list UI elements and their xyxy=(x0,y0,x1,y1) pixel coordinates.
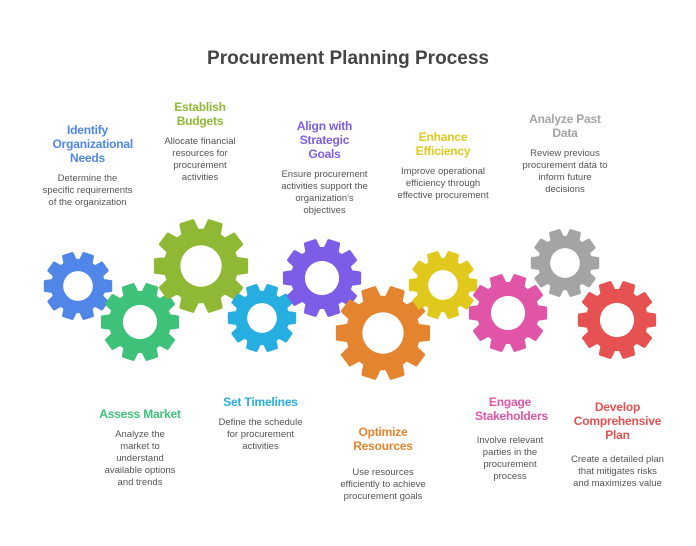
step-8: Engage Stakeholders Involve relevant par… xyxy=(460,395,560,483)
step-desc: Allocate financial resources for procure… xyxy=(164,136,236,183)
step-title: Align with Strategic Goals xyxy=(296,119,353,161)
gear-hole xyxy=(122,304,158,340)
gear-icon-1 xyxy=(43,252,113,320)
gear-hole xyxy=(247,303,277,333)
gear-icon-4 xyxy=(227,284,297,352)
gear-icon-10 xyxy=(577,281,657,359)
gear-icon-8 xyxy=(468,274,548,352)
step-6: Optimize Resources Use resources efficie… xyxy=(333,425,433,503)
gear-icon-9 xyxy=(530,229,600,297)
step-title: Establish Budgets xyxy=(174,100,226,128)
step-desc: Review previous procurement data to info… xyxy=(522,148,608,195)
step-9: Analyze Past Data Review previous procur… xyxy=(515,112,615,196)
step-desc: Determine the specific requirements of t… xyxy=(42,173,133,208)
step-7: Enhance Efficiency Improve operational e… xyxy=(393,130,493,202)
step-title: Assess Market xyxy=(99,407,181,421)
gear-hole xyxy=(550,248,580,278)
gear-icon-5 xyxy=(282,239,362,317)
step-desc: Define the schedule for procurement acti… xyxy=(218,417,303,452)
gear-icon-3 xyxy=(153,219,249,313)
gear-hole xyxy=(304,260,340,296)
gear-icon-2 xyxy=(100,283,180,361)
step-3: Establish Budgets Allocate financial res… xyxy=(150,100,250,184)
step-2: Assess Market Analyze the market to unde… xyxy=(90,407,190,489)
step-title: Develop Comprehensive Plan xyxy=(573,400,662,442)
step-desc: Use resources efficiently to achieve pro… xyxy=(340,467,426,502)
step-desc: Improve operational efficiency through e… xyxy=(397,166,489,201)
step-title: Identify Organizational Needs xyxy=(52,123,134,165)
step-desc: Create a detailed plan that mitigates ri… xyxy=(571,454,664,489)
step-4: Set Timelines Define the schedule for pr… xyxy=(208,395,313,453)
gear-hole xyxy=(180,245,222,287)
gear-hole xyxy=(63,271,93,301)
gear-icon-6 xyxy=(335,286,431,380)
gear-hole xyxy=(362,312,404,354)
page-title: Procurement Planning Process xyxy=(207,48,489,69)
gear-hole xyxy=(490,295,526,331)
step-desc: Analyze the market to understand availab… xyxy=(104,429,176,488)
step-desc: Involve relevant parties in the procurem… xyxy=(476,435,544,482)
gear-icon-7 xyxy=(408,251,478,319)
step-title: Analyze Past Data xyxy=(529,112,601,140)
gear-hole xyxy=(599,302,635,338)
step-title: Set Timelines xyxy=(223,395,298,409)
step-1: Identify Organizational Needs Determine … xyxy=(30,123,145,209)
step-5: Align with Strategic Goals Ensure procur… xyxy=(272,119,377,217)
step-title: Engage Stakeholders xyxy=(475,395,548,423)
step-title: Enhance Efficiency xyxy=(415,130,471,158)
step-10: Develop Comprehensive Plan Create a deta… xyxy=(565,400,670,490)
step-desc: Ensure procurement activities support th… xyxy=(281,169,368,216)
step-title: Optimize Resources xyxy=(353,425,413,453)
gear-hole xyxy=(428,270,458,300)
